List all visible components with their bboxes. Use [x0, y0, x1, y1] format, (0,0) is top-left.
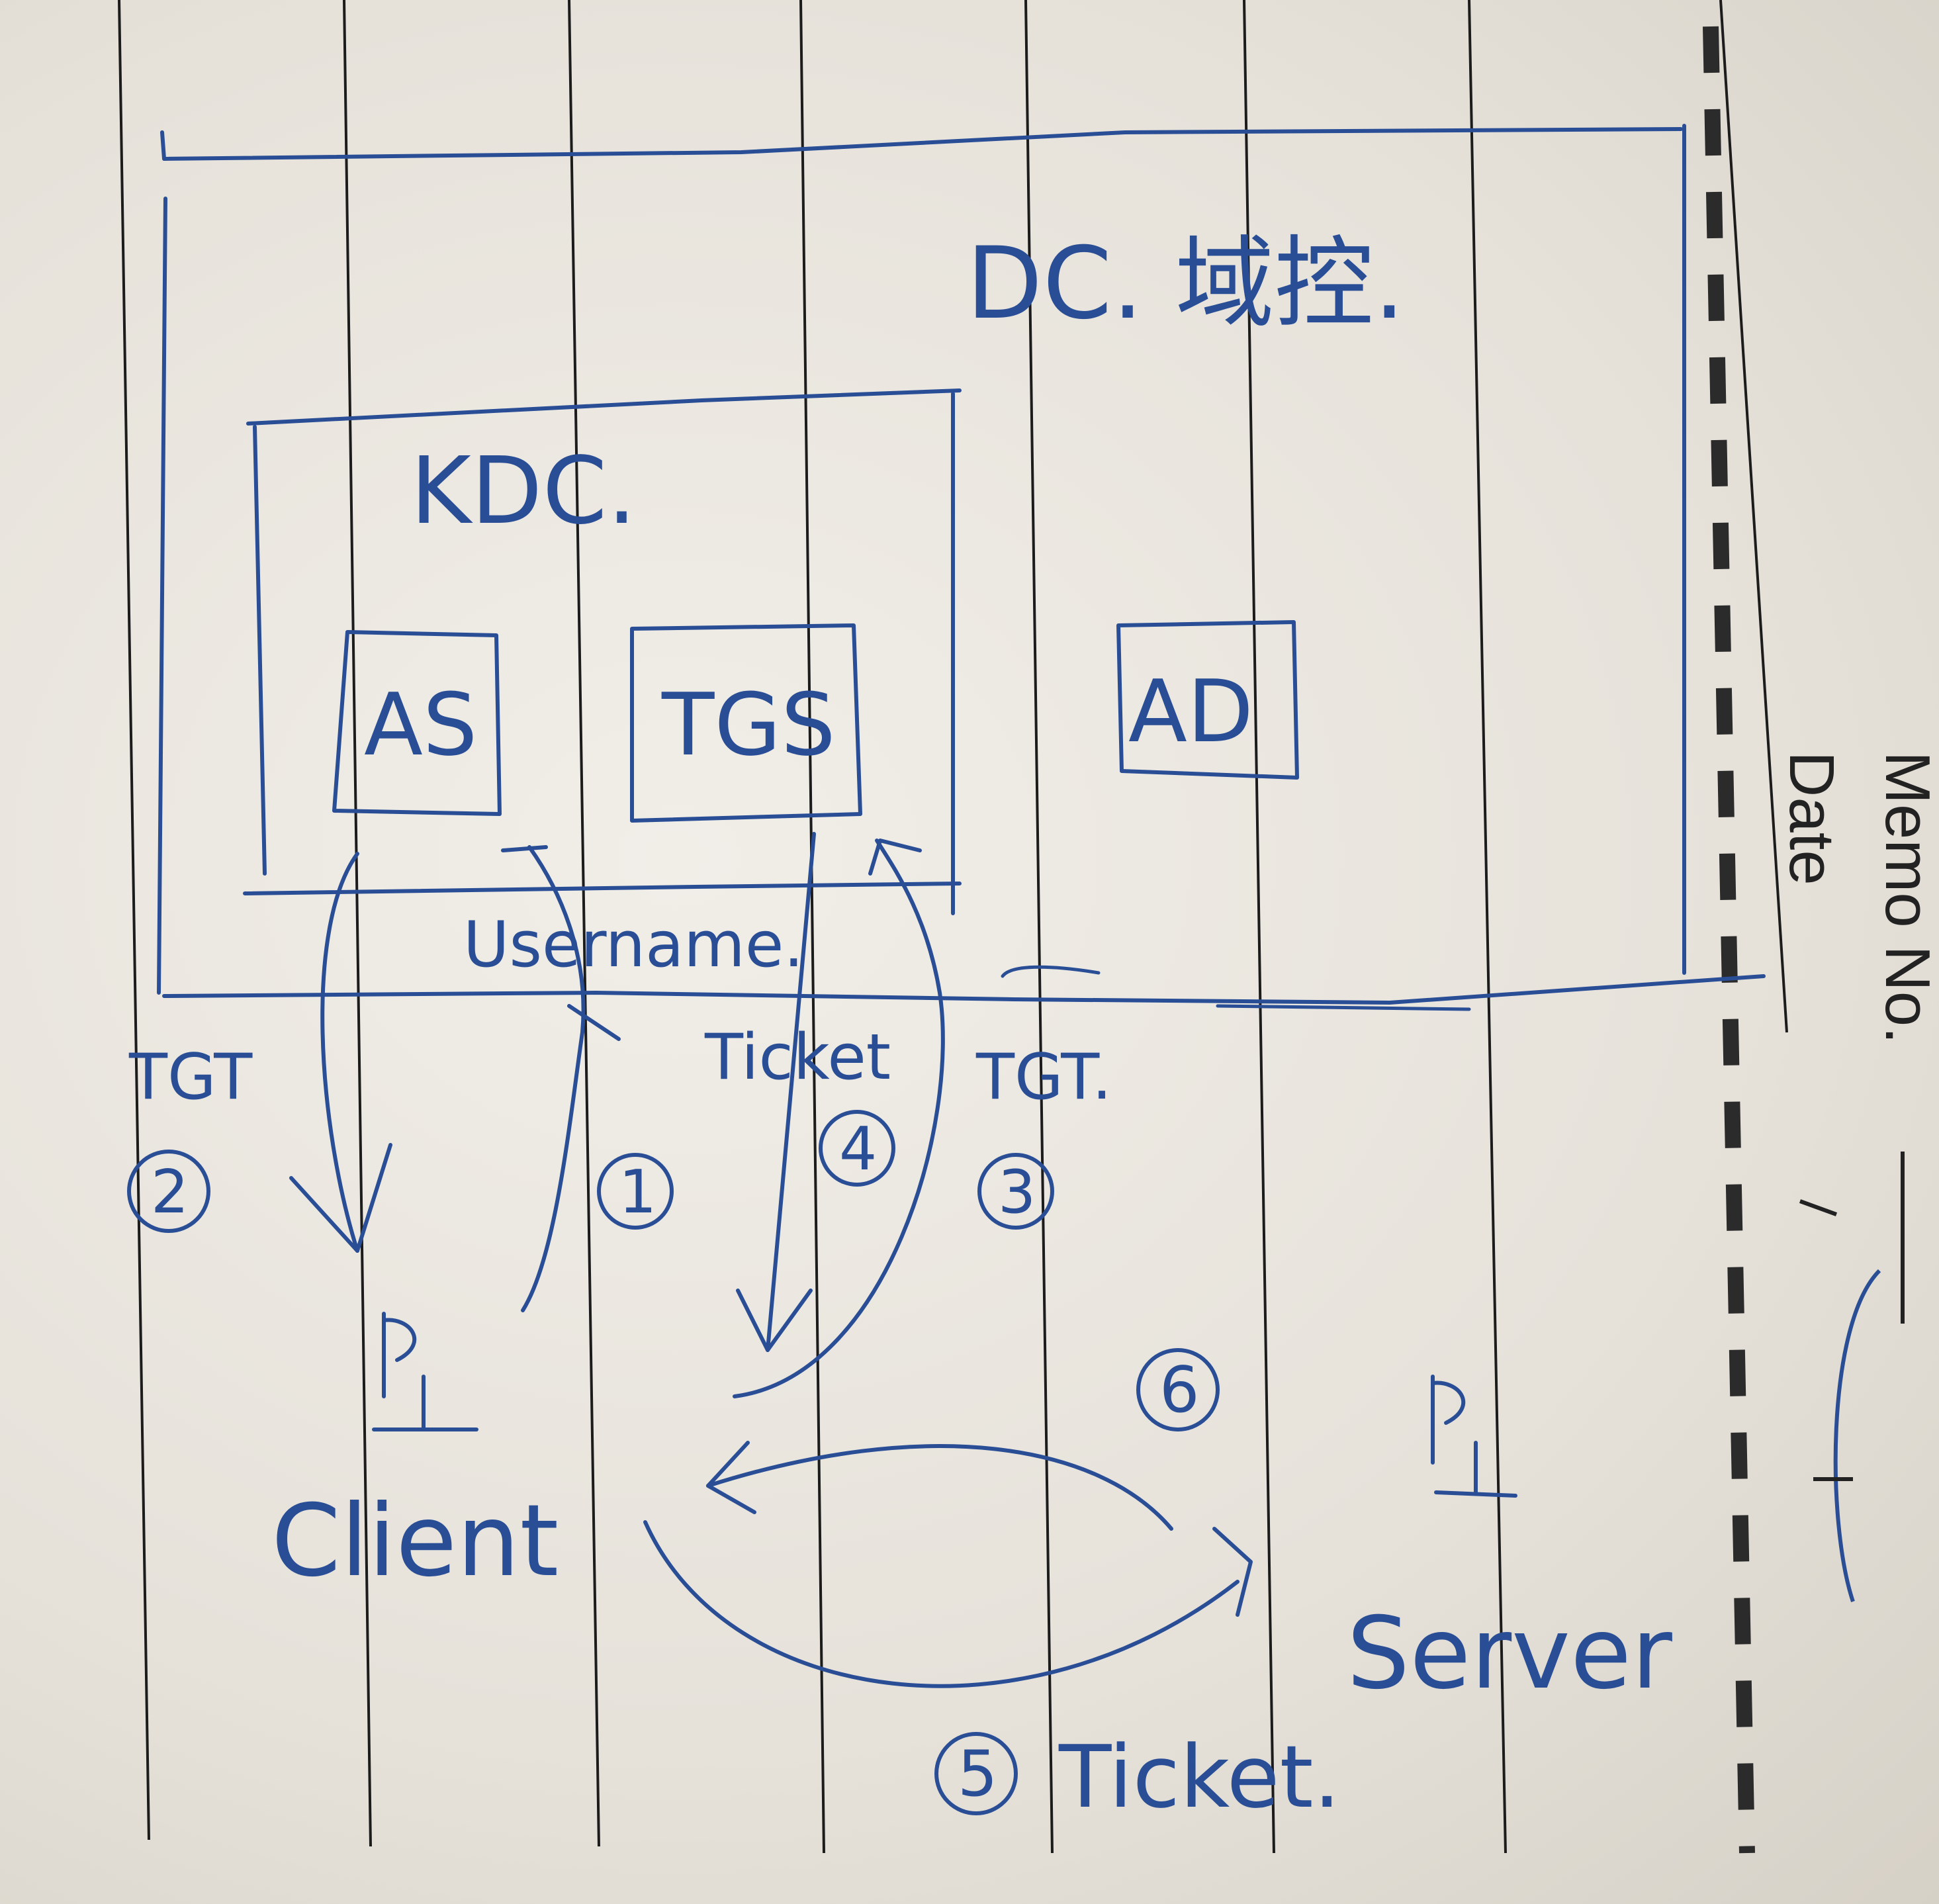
rule-line	[118, 0, 150, 1840]
step-4-ticket-label: Ticket	[704, 1021, 891, 1094]
dc-box	[157, 124, 1766, 1011]
step-1-number: 1	[619, 1157, 656, 1227]
ad-label: AD	[1128, 661, 1253, 762]
step-4-circle	[819, 1110, 895, 1187]
arrow-step-3	[733, 839, 945, 1398]
step-2-number: 2	[151, 1157, 189, 1227]
memo-no-label: Memo No.	[1872, 751, 1939, 1044]
margin-dashed-line	[1703, 26, 1755, 1854]
arrow-step-4	[736, 832, 816, 1352]
arrow-step-2	[289, 852, 392, 1253]
rule-line	[1719, 0, 1788, 1033]
step-1-circle	[597, 1153, 674, 1230]
as-box	[332, 630, 502, 816]
arrow-step-5	[643, 1520, 1253, 1688]
kdc-label: KDC.	[410, 437, 637, 545]
server-icon	[1431, 1375, 1517, 1498]
step-4-number: 4	[839, 1114, 877, 1184]
date-label: Date	[1776, 751, 1847, 885]
date-bracket-mark	[1833, 1269, 1881, 1602]
step-1-username-label: Username.	[463, 909, 803, 981]
step-2-circle	[127, 1150, 210, 1233]
client-icon	[372, 1312, 478, 1431]
server-label: Server	[1347, 1596, 1672, 1711]
rule-line	[799, 0, 825, 1854]
arrow-step-6	[706, 1441, 1173, 1531]
as-label: AS	[364, 674, 477, 775]
step-3-tgt-label: TGT.	[975, 1041, 1112, 1114]
date-slash-mark	[1799, 1199, 1838, 1216]
step-5-ticket-label: Ticket.	[1058, 1727, 1341, 1827]
rule-line	[1243, 0, 1275, 1854]
step-2-tgt-label: TGT	[128, 1041, 253, 1114]
step-5-circle	[934, 1732, 1018, 1815]
tgs-box	[630, 623, 862, 823]
arrow-step-1	[501, 845, 621, 1312]
kdc-box	[243, 388, 962, 915]
rule-line	[1468, 0, 1507, 1854]
step-5-number: 5	[958, 1738, 997, 1811]
tgs-label: TGS	[661, 674, 836, 775]
ad-box	[1116, 620, 1299, 780]
step-3-circle	[977, 1153, 1054, 1230]
rule-line	[343, 0, 372, 1847]
client-label: Client	[271, 1484, 559, 1599]
dc-label: DC. 域控.	[966, 226, 1405, 341]
rule-line	[568, 0, 600, 1847]
step-3-number: 3	[998, 1157, 1036, 1227]
step-6-circle	[1136, 1348, 1220, 1431]
step-6-number: 6	[1159, 1354, 1199, 1427]
rule-line	[1024, 0, 1054, 1854]
